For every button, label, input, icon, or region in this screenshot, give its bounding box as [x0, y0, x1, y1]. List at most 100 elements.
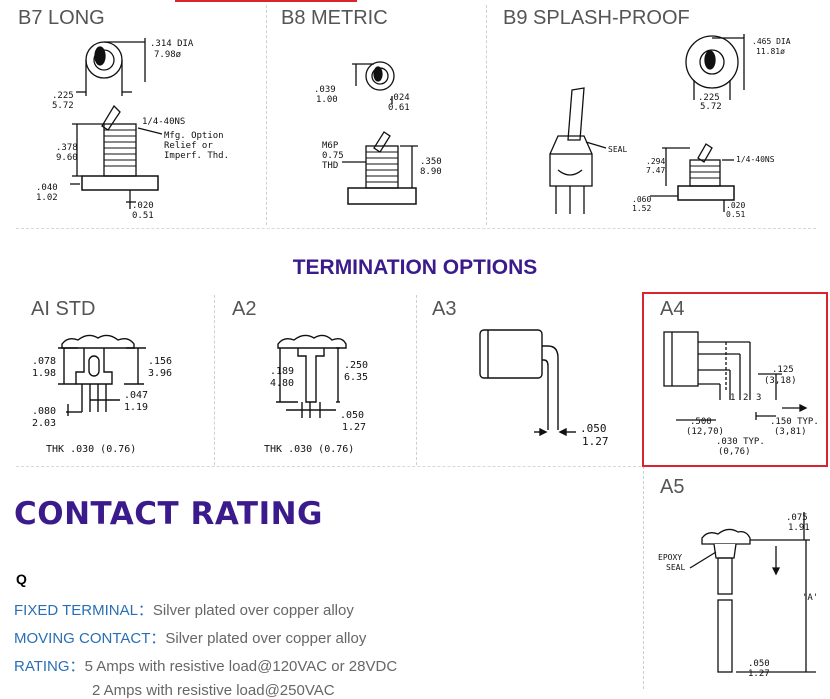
spec-value: Silver plated over copper alloy: [165, 630, 367, 647]
divider: [16, 466, 641, 467]
a4-header: A4: [660, 298, 685, 320]
a2-dim-c-in: .050: [340, 410, 364, 421]
b8-thread-thd: THD: [322, 161, 338, 171]
b8-thread-m6p: M6P: [322, 141, 339, 151]
b7-terminal-mm: 0.51: [132, 211, 154, 221]
b8-dim-b-mm: 0.61: [388, 103, 410, 113]
a5-terminal-drawing: .075 1.91 EPOXY SEAL 'A' .050 1.27: [658, 512, 818, 679]
b9-base-mm: 1.52: [632, 204, 651, 213]
b7-height-in: .378: [56, 143, 78, 153]
b9-dia-in: .465 DIA: [752, 37, 791, 46]
b9-dia-mm: 11.81ø: [756, 47, 785, 56]
spec-value: Silver plated over copper alloy: [152, 602, 354, 619]
a3-header: A3: [432, 298, 457, 320]
b9-height-mm: 7.47: [646, 166, 665, 175]
b9-width-in: .225: [698, 93, 720, 103]
b9-thread-label: 1/4-40NS: [736, 155, 775, 164]
divider: [416, 295, 417, 465]
b9-base-in: .060: [632, 195, 651, 204]
b9-height-in: .294: [646, 157, 665, 166]
ai-dim-d-mm: 2.03: [32, 418, 56, 429]
b9-seal-label: SEAL: [608, 145, 627, 154]
b9-splash-proof-drawing: .465 DIA 11.81ø .225 5.72 SEAL .294 7.47…: [549, 34, 791, 219]
a5-dim-b-mm: 1.27: [748, 669, 770, 679]
b8-dim-b-in: .024: [388, 93, 410, 103]
a4-pin-3: 3: [756, 393, 761, 403]
a4-pin-2: 2: [743, 393, 748, 403]
ai-thickness-label: THK .030 (0.76): [46, 444, 136, 455]
b8-metric-drawing: .039 1.00 .024 0.61 M6P 0.75 THD .350 8.…: [314, 61, 442, 205]
termination-options-title: TERMINATION OPTIONS: [292, 256, 538, 279]
divider: [214, 295, 215, 465]
divider: [266, 5, 267, 225]
b7-width-mm: 5.72: [52, 101, 74, 111]
ai-dim-b-mm: 3.96: [148, 368, 172, 379]
ai-dim-d-in: .080: [32, 406, 56, 417]
b9-splash-proof-header: B9 SPLASH-PROOF: [503, 7, 690, 29]
b7-height-mm: 9.60: [56, 153, 78, 163]
b7-thread-label: 1/4-40NS: [142, 117, 185, 127]
a4-dim-a-in: .125: [772, 365, 794, 375]
b7-width-in: .225: [52, 91, 74, 101]
spec-value: 5 Amps with resistive load@120VAC or 28V…: [84, 658, 398, 675]
a5-dim-a-in: .075: [786, 513, 808, 523]
a2-dim-b-mm: 6.35: [344, 372, 368, 383]
b7-note-2: Relief or: [164, 141, 213, 151]
a5-seal-label: SEAL: [666, 563, 685, 572]
ai-dim-b-in: .156: [148, 356, 172, 367]
b9-width-mm: 5.72: [700, 102, 722, 112]
contact-rating-title: CONTACT RATING: [14, 496, 323, 532]
a2-terminal-drawing: .189 4.80 .250 6.35 .050 1.27 THK .030 (…: [264, 334, 368, 455]
a4-terminal-drawing: .125 (3,18) 1 2 3 .500 (12,70) .150 TYP.…: [663, 331, 819, 457]
a4-dim-c-in: .150 TYP.: [770, 417, 819, 427]
ai-dim-a-in: .078: [32, 356, 56, 367]
ai-dim-a-mm: 1.98: [32, 368, 56, 379]
spec-moving-contact: MOVING CONTACT：Silver plated over copper…: [14, 627, 366, 648]
ai-std-terminal-drawing: .078 1.98 .156 3.96 .047 1.19 .080 2.03 …: [32, 334, 172, 455]
a4-dim-c-mm: (3,81): [774, 427, 807, 437]
a4-dim-b-in: .500: [690, 417, 712, 427]
a5-dim-A: 'A': [802, 593, 818, 603]
spec-label: FIXED TERMINAL：: [14, 602, 153, 619]
b7-note-1: Mfg. Option: [164, 131, 224, 141]
a5-dim-a-mm: 1.91: [788, 523, 810, 533]
divider: [16, 228, 816, 229]
a2-thickness-label: THK .030 (0.76): [264, 444, 354, 455]
b7-terminal-in: .020: [132, 201, 154, 211]
a3-dim-in: .050: [580, 422, 607, 435]
a5-epoxy-label: EPOXY: [658, 553, 682, 562]
b8-dim-a-mm: 1.00: [316, 95, 338, 105]
a2-dim-a-in: .189: [270, 366, 294, 377]
b8-thread-pitch: 0.75: [322, 151, 344, 161]
a4-dim-d-mm: (0,76): [718, 447, 751, 457]
spec-rating: RATING：5 Amps with resistive load@120VAC…: [14, 655, 397, 676]
spec-fixed-terminal: FIXED TERMINAL：Silver plated over copper…: [14, 599, 354, 620]
divider: [643, 466, 644, 689]
b7-dia-label: .314 DIA: [150, 39, 194, 49]
b8-height-in: .350: [420, 157, 442, 167]
ai-dim-c-in: .047: [124, 390, 148, 401]
q-label: Q: [16, 571, 27, 587]
active-tab-indicator: [175, 0, 357, 2]
a3-dim-mm: 1.27: [582, 435, 609, 448]
a4-selected-highlight[interactable]: [642, 292, 828, 467]
a5-header: A5: [660, 476, 685, 498]
b7-long-drawing: .314 DIA 7.98ø .225 5.72 1/4-40NS Mfg. O…: [36, 38, 229, 221]
a3-terminal-drawing: .050 1.27: [479, 329, 609, 448]
b9-terminal-in: .020: [726, 201, 745, 210]
ai-dim-c-mm: 1.19: [124, 402, 148, 413]
a4-pin-1: 1: [730, 393, 735, 403]
b9-terminal-mm: 0.51: [726, 210, 745, 219]
b8-dim-a-in: .039: [314, 85, 336, 95]
b7-long-header: B7 LONG: [18, 7, 105, 29]
a5-dim-b-in: .050: [748, 659, 770, 669]
a2-header: A2: [232, 298, 257, 320]
ai-std-header: AI STD: [31, 298, 96, 320]
a2-dim-c-mm: 1.27: [342, 422, 366, 433]
a2-dim-a-mm: 4.80: [270, 378, 294, 389]
a2-dim-b-in: .250: [344, 360, 368, 371]
divider: [486, 5, 487, 225]
b7-base-mm: 1.02: [36, 193, 58, 203]
b7-base-in: .040: [36, 183, 58, 193]
b7-note-3: Imperf. Thd.: [164, 151, 229, 161]
